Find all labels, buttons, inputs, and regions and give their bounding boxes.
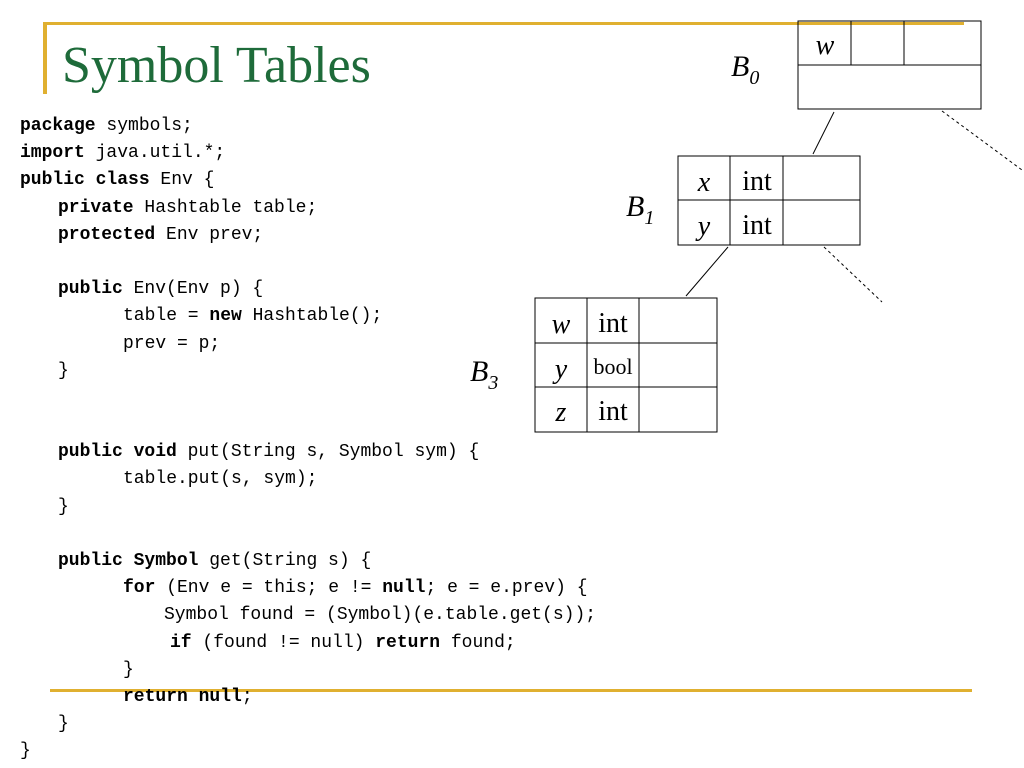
code-line xyxy=(20,412,596,439)
code-line: } xyxy=(20,738,596,765)
code-keyword: for xyxy=(123,578,156,599)
link-b1-to-b0 xyxy=(812,111,835,155)
cell-b3-type-w: int xyxy=(598,308,628,339)
code-line: } xyxy=(20,494,596,521)
code-text: (Env e = this; e != xyxy=(155,578,383,599)
code-keyword: public void xyxy=(58,442,177,463)
code-listing: package symbols;import java.util.*;publi… xyxy=(20,113,596,766)
cell-b1-name-x: x xyxy=(697,167,711,198)
code-line: prev = p; xyxy=(20,331,596,358)
code-line: } xyxy=(20,358,596,385)
code-text: get(String s) { xyxy=(198,551,372,571)
code-keyword: null xyxy=(382,578,426,599)
code-keyword: return xyxy=(375,632,441,653)
code-text: } xyxy=(123,659,134,680)
accent-top-rule xyxy=(43,22,964,25)
code-text: found; xyxy=(440,632,516,653)
code-text: ; e = e.prev) { xyxy=(425,578,588,599)
code-line: public Symbol get(String s) { xyxy=(20,548,596,575)
code-keyword: protected xyxy=(58,224,156,245)
code-text: prev = p; xyxy=(123,333,221,354)
table-b3 xyxy=(534,297,718,433)
code-text: } xyxy=(20,741,31,762)
code-line: private Hashtable table; xyxy=(20,195,596,222)
code-text: table = xyxy=(123,306,210,327)
code-line: public Env(Env p) { xyxy=(20,276,596,303)
code-text: } xyxy=(58,714,69,735)
code-text: Hashtable table; xyxy=(133,197,318,218)
code-line: } xyxy=(20,657,596,684)
code-text: symbols; xyxy=(95,116,193,136)
code-text: Hashtable(); xyxy=(241,306,383,327)
code-line: table.put(s, sym); xyxy=(20,466,596,493)
code-keyword: public class xyxy=(20,170,150,191)
table-b3-frame xyxy=(534,297,718,433)
code-text: (found != null) xyxy=(191,632,376,653)
code-line: return null; xyxy=(20,684,596,711)
code-text: put(String s, Symbol sym) { xyxy=(176,442,480,463)
code-text: Env(Env p) { xyxy=(122,279,264,300)
code-keyword: if xyxy=(170,632,192,653)
code-line: } xyxy=(20,711,596,738)
code-line: protected Env prev; xyxy=(20,222,596,249)
code-line xyxy=(20,385,596,412)
code-text: ; xyxy=(241,686,253,707)
code-line xyxy=(20,521,596,548)
dashed-branch-b1 xyxy=(823,246,883,303)
code-text: } xyxy=(58,360,69,381)
code-keyword: new xyxy=(209,306,242,327)
link-b3-to-b1 xyxy=(685,246,729,297)
cell-b3-type-z: int xyxy=(598,396,628,427)
code-keyword: package xyxy=(20,116,96,136)
slide-title: Symbol Tables xyxy=(62,37,371,94)
code-line: Symbol found = (Symbol)(e.table.get(s)); xyxy=(20,602,596,629)
cell-b3-type-y: bool xyxy=(593,354,632,379)
cell-b1-name-y: y xyxy=(695,211,711,242)
code-text: Symbol found = (Symbol)(e.table.get(s)); xyxy=(164,605,597,626)
code-keyword: return null xyxy=(123,686,242,707)
code-text: table.put(s, sym); xyxy=(123,469,318,490)
table-b0 xyxy=(797,20,982,110)
code-keyword: public Symbol xyxy=(58,551,199,571)
code-text: java.util.*; xyxy=(84,143,226,164)
accent-vertical-bar xyxy=(43,22,47,94)
code-keyword: public xyxy=(58,279,123,300)
code-line: import java.util.*; xyxy=(20,140,596,167)
code-line xyxy=(20,249,596,276)
dashed-branch-b0 xyxy=(941,110,1023,171)
code-text: Env { xyxy=(149,170,215,191)
code-keyword: import xyxy=(20,143,85,164)
cell-b1-type-y: int xyxy=(742,210,772,241)
code-line: if (found != null) return found; xyxy=(20,630,596,657)
label-b1: B1 xyxy=(626,190,654,229)
code-keyword: private xyxy=(58,197,134,218)
code-text: Env prev; xyxy=(155,224,264,245)
label-b0: B0 xyxy=(731,50,759,89)
code-line: package symbols; xyxy=(20,113,596,140)
cell-b1-type-x: int xyxy=(742,166,772,197)
accent-bottom-rule xyxy=(50,689,972,692)
cell-b0-name-w: w xyxy=(816,30,835,61)
code-line: public void put(String s, Symbol sym) { xyxy=(20,439,596,466)
code-text: } xyxy=(58,496,69,517)
table-b1 xyxy=(677,155,861,246)
code-line: public class Env { xyxy=(20,167,596,194)
code-line: for (Env e = this; e != null; e = e.prev… xyxy=(20,575,596,602)
code-line: table = new Hashtable(); xyxy=(20,303,596,330)
